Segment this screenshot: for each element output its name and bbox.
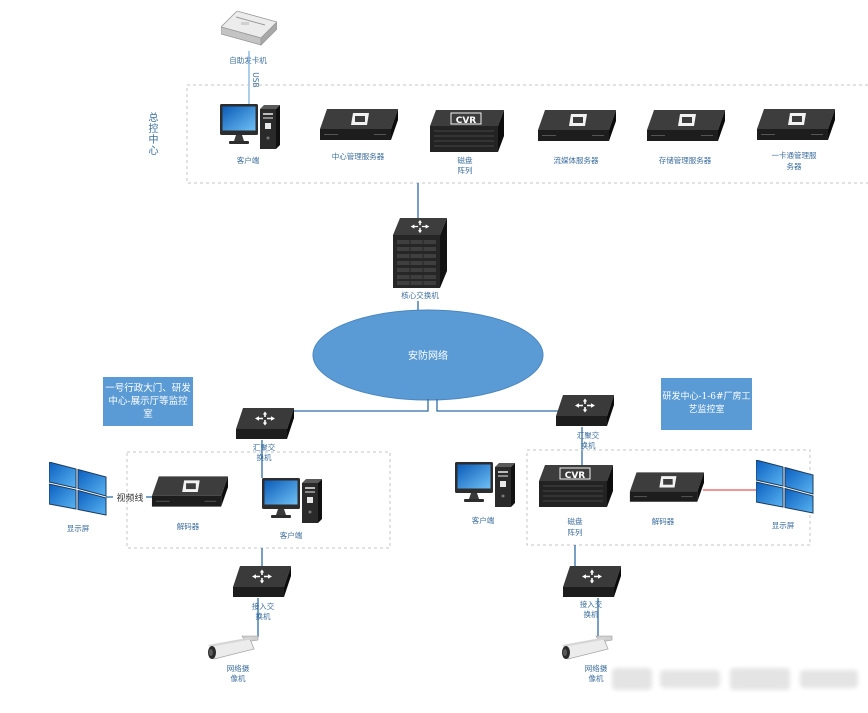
left-camera-icon [207,635,259,660]
right-site-title: 研发中心-1-6#厂房工艺监控室 [662,392,751,415]
control-client-pc-icon [220,104,280,149]
right-access-switch-label-1: 接入交 [580,599,603,609]
card-management-server-label-1: 一卡通管理服 [772,150,817,160]
left-client-pc-icon [262,478,322,523]
left-access-switch-label-2: 换机 [256,611,271,621]
control-disk-array-label-2: 阵列 [458,165,473,175]
left-site-title: 一号行政大门、研发中心-展示厅等监控室 [105,383,191,420]
card-issuing-machine-icon [221,11,277,46]
right-access-switch-icon [563,566,621,597]
card-management-server-icon [756,109,835,141]
right-disk-array-face-text: CVR [565,471,586,481]
core-switch-label: 核心交换机 [401,290,439,300]
right-camera-label-1: 网络摄 [585,663,608,673]
control-disk-array-label-1: 磁盘 [458,155,473,165]
watermark [612,668,858,690]
right-aggregation-switch-label-2: 换机 [581,440,596,450]
streaming-media-server-label: 流媒体服务器 [554,155,599,165]
left-display-wall-icon [49,462,107,516]
right-display-wall-label: 显示屏 [772,521,795,530]
right-display-wall-icon [756,460,814,514]
center-management-server-icon [319,109,398,141]
right-disk-array-label-2: 阵列 [568,527,583,537]
core-switch-icon [393,218,447,288]
left-access-switch-label-1: 接入交 [252,601,275,611]
right-aggregation-switch-label-1: 汇聚交 [577,430,600,440]
right-site-title-box: 研发中心-1-6#厂房工艺监控室 [661,378,752,430]
control-client-label: 客户端 [237,155,260,165]
left-aggregation-switch-icon [236,408,294,439]
card-issuing-machine-label: 自助发卡机 [229,55,267,65]
right-camera-icon [561,635,613,660]
right-decoder-icon [629,472,704,503]
right-client-label: 客户端 [472,515,495,525]
right-access-switch-label-2: 换机 [584,609,599,619]
center-management-server-label: 中心管理服务器 [332,151,385,161]
video-cable-label: 视频线 [116,492,143,504]
left-aggregation-switch-label-1: 汇聚交 [253,442,276,452]
right-decoder-label: 解码器 [652,516,675,526]
storage-management-server-label: 存储管理服务器 [659,155,712,165]
left-decoder-icon [151,476,228,508]
right-disk-array-label-1: 磁盘 [568,516,583,526]
control-disk-array-face-text: CVR [456,116,477,126]
usb-link-label: USB [251,72,260,87]
right-client-pc-icon [455,462,515,507]
left-display-wall-label: 显示屏 [67,524,90,533]
left-camera-label-2: 像机 [231,673,246,683]
network-to-right-aggregation-link [436,399,558,412]
storage-management-server-icon [646,110,725,142]
right-aggregation-switch-icon [556,395,614,426]
left-aggregation-switch-label-2: 换机 [257,452,272,462]
security-network-label: 安防网络 [408,349,448,362]
left-access-switch-icon [233,566,291,597]
network-to-left-aggregation-link [292,399,429,412]
left-client-label: 客户端 [280,530,303,540]
right-camera-label-2: 像机 [589,673,604,683]
left-site-title-box: 一号行政大门、研发中心-展示厅等监控室 [103,377,193,426]
streaming-media-server-icon [537,110,616,142]
left-decoder-label: 解码器 [177,521,200,531]
left-camera-label-1: 网络摄 [227,663,250,673]
control-center-title: 总控中心 [146,112,157,156]
card-management-server-label-2: 务器 [787,161,802,171]
